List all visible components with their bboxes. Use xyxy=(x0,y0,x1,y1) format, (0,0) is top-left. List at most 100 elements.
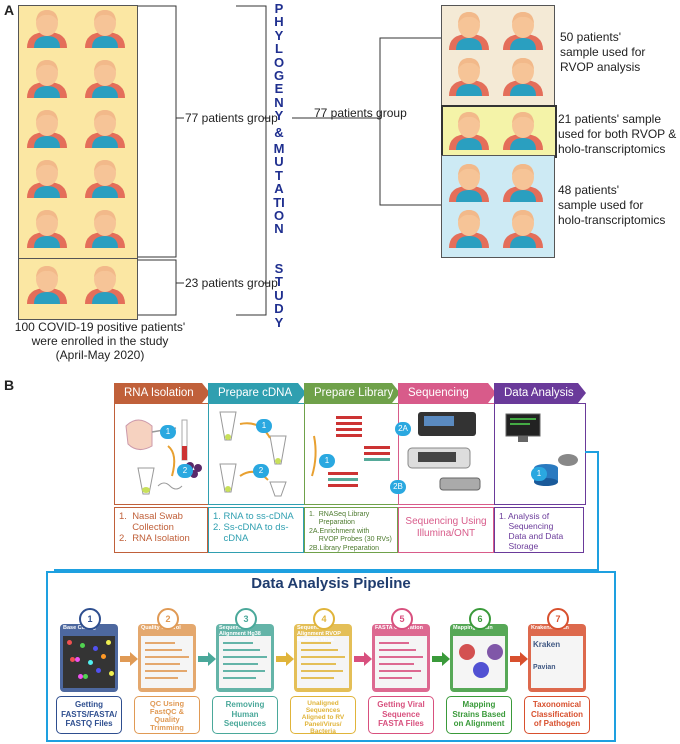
patient-avatar-icon xyxy=(25,264,69,304)
strain-cluster xyxy=(473,662,489,678)
right-text-2-line2: used for both RVOP & xyxy=(558,127,677,141)
pipeline-card-1: Base Calling xyxy=(60,624,118,692)
patient-avatar-icon xyxy=(447,56,491,96)
pipeline-title: Data Analysis Pipeline xyxy=(251,575,411,592)
pipeline-caption-line: FASTA Files xyxy=(378,719,424,728)
pipeline-card-content xyxy=(297,636,349,688)
pipeline-caption-line: Aligned to RV xyxy=(301,714,345,721)
right-text-2-line3: holo-transcriptomics xyxy=(558,142,666,156)
pipeline-caption-line: Sequence xyxy=(382,709,420,719)
patient-avatar-icon xyxy=(25,58,69,98)
content-line xyxy=(301,677,334,679)
sequencing-illustration xyxy=(400,406,492,506)
patient-avatar-icon xyxy=(25,158,69,198)
content-line xyxy=(379,649,416,651)
vertical-title-amp: & xyxy=(274,125,284,140)
pipeline-card-6: Mapping Strain xyxy=(450,624,508,692)
step-marker: 2B xyxy=(390,480,406,494)
pipeline-caption-line: FastQC & xyxy=(149,707,185,716)
pipeline-arrow-icon xyxy=(432,652,450,671)
patient-avatar-icon xyxy=(501,208,545,248)
tab-data-analysis: Data Analysis xyxy=(494,383,586,403)
pipeline-card-title: Sequence Alignment RVOP Bacteria Virus xyxy=(297,625,341,643)
step-marker: 2 xyxy=(177,464,193,478)
patient-avatar-icon xyxy=(83,108,127,148)
pipeline-card-title: Sequence Alignment Hg38 xyxy=(219,625,261,637)
strain-cluster xyxy=(487,644,503,660)
content-line xyxy=(301,670,343,672)
pipeline-card-2: Quality Control xyxy=(138,624,196,692)
tab-prepare-library: Prepare Library xyxy=(304,383,400,403)
pipeline-caption-line: Quality xyxy=(154,715,180,724)
base-call-dot xyxy=(109,671,114,676)
pipeline-caption-line: Getting xyxy=(75,700,103,709)
pipeline-step-number: 4 xyxy=(313,608,335,630)
pipeline-caption-line: Mapping xyxy=(462,700,496,709)
pipeline-step-number: 7 xyxy=(547,608,569,630)
base-call-dot xyxy=(67,640,72,645)
patient-avatar-icon xyxy=(501,10,545,50)
vertical-title-mutation: MUTATION xyxy=(273,141,285,237)
right-text-3-line1: 48 patients' xyxy=(558,183,620,197)
right-text-2-line1: 21 patients' sample xyxy=(558,112,662,126)
caption-line: 2A.Enrichment with xyxy=(309,527,370,535)
content-line xyxy=(223,670,265,672)
content-line xyxy=(145,663,180,665)
left-patient-block xyxy=(18,5,138,320)
pipeline-card-title: Base Calling xyxy=(63,625,97,631)
right-text-3-line2: sample used for xyxy=(558,198,644,212)
right-text-3-line3: holo-transcriptomics xyxy=(558,213,666,227)
patient-avatar-icon xyxy=(501,56,545,96)
caption-line: Data and Data xyxy=(499,531,564,541)
panel-a-label: A xyxy=(4,2,15,18)
pipeline-step-number: 3 xyxy=(235,608,257,630)
pipeline-caption-line: Sequences xyxy=(223,719,267,728)
caption-line: 1. RNA to ss-cDNA xyxy=(213,511,294,522)
rna-isolation-illustration xyxy=(118,406,208,506)
right-tree xyxy=(292,37,442,206)
pipeline-caption-line: FASTQ Files xyxy=(65,719,113,728)
enrolled-line1: 100 COVID-19 positive patients' xyxy=(14,320,186,334)
tab-prepare-cdna: Prepare cDNA xyxy=(208,383,306,403)
caption-line: Illumina/ONT xyxy=(416,528,476,539)
content-line xyxy=(223,663,258,665)
pipeline-caption-line: Getting Viral xyxy=(377,700,425,709)
pipeline-caption-line: Unaligned xyxy=(307,700,339,707)
content-line xyxy=(379,642,409,644)
content-line xyxy=(145,649,182,651)
pipeline-card-3: Sequence Alignment Hg38 xyxy=(216,624,274,692)
content-line xyxy=(145,642,175,644)
content-line xyxy=(145,656,189,658)
step-marker: 2 xyxy=(253,464,269,478)
caption-line: Sequencing Using xyxy=(405,516,487,527)
base-call-dot xyxy=(101,654,106,659)
pipeline-caption-line: on Alignment xyxy=(453,719,505,728)
content-line xyxy=(223,642,253,644)
base-call-dot xyxy=(106,640,111,645)
pipeline-card-content xyxy=(63,636,115,688)
pipeline-arrow-icon xyxy=(354,652,372,671)
step-marker: 1 xyxy=(160,425,176,439)
step-box-1 xyxy=(114,403,210,505)
caption-line: RVOP Probes (30 RVs) xyxy=(309,536,392,544)
pipeline-connector xyxy=(54,451,599,578)
step-marker: 1 xyxy=(531,467,547,481)
base-call-dot xyxy=(80,643,85,648)
tab-sequencing: Sequencing xyxy=(398,383,496,403)
pipeline-caption-line: Trimming xyxy=(150,723,184,732)
right-text-1-line3: RVOP analysis xyxy=(560,60,641,74)
prepare-cdna-illustration xyxy=(210,406,302,506)
caption-line: cDNA xyxy=(213,533,249,544)
content-line xyxy=(223,656,267,658)
tab-rna-isolation: RNA Isolation xyxy=(114,383,210,403)
vertical-title-phylogeny: PHYLOGENY xyxy=(273,1,285,124)
group-77-left-label: 77 patients group xyxy=(185,111,278,125)
base-call-dot xyxy=(70,657,75,662)
enrolled-line2: were enrolled in the study xyxy=(31,334,169,348)
